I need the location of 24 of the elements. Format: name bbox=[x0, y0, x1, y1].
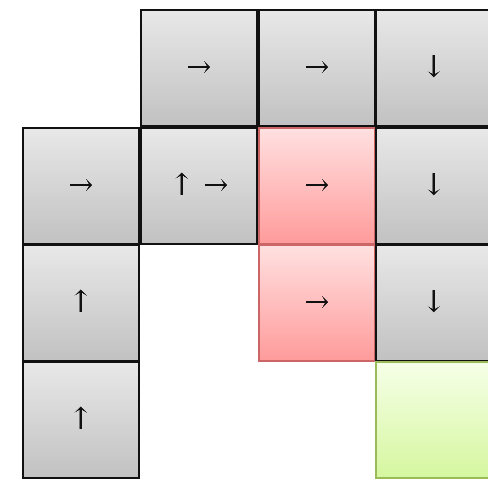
arrow-glyph: → bbox=[304, 53, 330, 83]
grid-cell bbox=[140, 127, 258, 245]
arrow-glyph: → bbox=[203, 171, 229, 201]
arrow-glyph: → bbox=[68, 171, 94, 201]
grid-cell bbox=[375, 361, 488, 479]
arrow-glyph: ↓ bbox=[421, 288, 447, 318]
arrow-glyph: ↑ bbox=[169, 171, 195, 201]
grid-cell bbox=[375, 127, 488, 245]
arrow-glyph: ↓ bbox=[421, 171, 447, 201]
grid-cell bbox=[258, 244, 376, 362]
grid-cell bbox=[22, 244, 140, 362]
grid-cell bbox=[22, 361, 140, 479]
arrow-glyph: ↓ bbox=[421, 53, 447, 83]
grid-cell bbox=[140, 9, 258, 127]
arrow-glyph: ↑ bbox=[68, 405, 94, 435]
grid-cell bbox=[258, 9, 376, 127]
arrow-glyph: → bbox=[304, 288, 330, 318]
grid-cell bbox=[375, 9, 488, 127]
arrow-glyph: → bbox=[304, 171, 330, 201]
grid-cell bbox=[375, 244, 488, 362]
arrow-glyph: ↑ bbox=[68, 288, 94, 318]
arrow-glyph: → bbox=[186, 53, 212, 83]
grid-cell bbox=[258, 127, 376, 245]
grid-cell bbox=[22, 127, 140, 245]
